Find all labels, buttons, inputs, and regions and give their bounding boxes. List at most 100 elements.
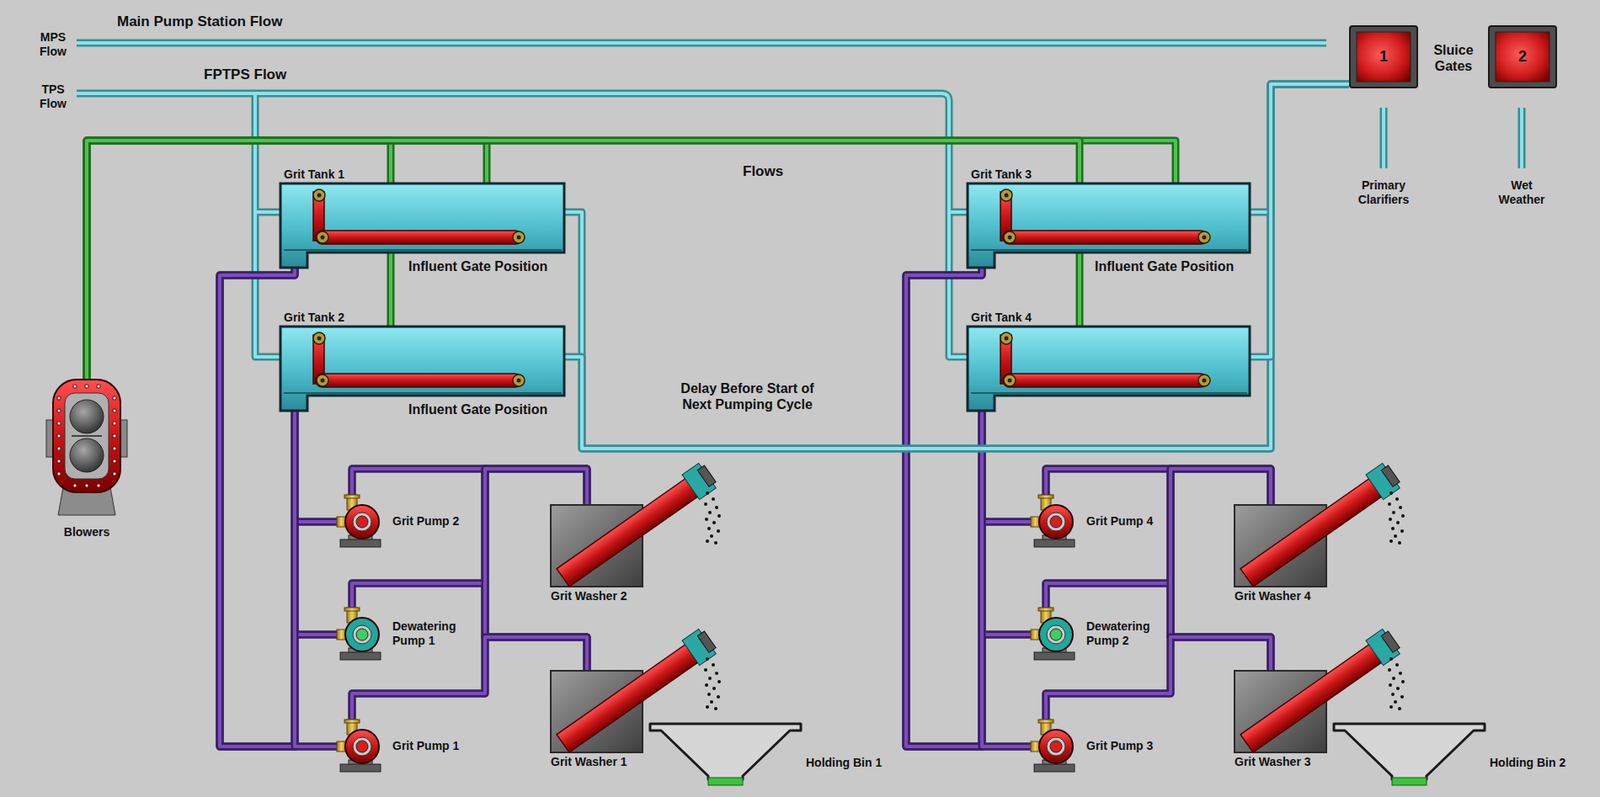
blower-unit-shape [64, 393, 109, 480]
sluice-gate: 2 [1488, 25, 1558, 89]
pipe-connector [564, 84, 1350, 449]
blower-unit-shape [46, 379, 128, 516]
grit-washer-shape [1365, 463, 1400, 500]
grit-tank-shape [512, 231, 525, 244]
pipe-connector [352, 469, 587, 506]
grit-tank-shape [317, 193, 322, 198]
process-label: Delay Before Start of Next Pumping Cycle [669, 380, 826, 413]
pipe-connector [352, 469, 587, 506]
grit-tank-shape [1198, 231, 1211, 244]
holding-bin-shape [650, 724, 801, 780]
grit-washer-shape [682, 463, 716, 500]
grit-pump-shape [1039, 505, 1073, 539]
grit-tank-shape [316, 231, 329, 244]
pipe-connector [564, 84, 1350, 449]
grit-washer-shape [1389, 705, 1393, 710]
pipe-connector [1045, 469, 1271, 506]
pipe-connector [981, 410, 1031, 747]
blower-unit-shape [69, 400, 104, 434]
grit-pump-shape [344, 720, 360, 724]
grit-washer-shape [550, 505, 643, 587]
blower-unit-shape [112, 459, 117, 464]
grit-pump-shape [1050, 741, 1062, 753]
dewatering-pump-shape [336, 608, 384, 661]
process-label: Influent Gate Position [408, 401, 548, 418]
grit-washer-shape [1393, 700, 1398, 704]
holding-bin-shape [1333, 724, 1485, 780]
sluice-gate-shape [1356, 32, 1411, 82]
grit-tank-shape [1002, 373, 1208, 388]
grit-tank-shape [317, 336, 322, 342]
grit-pump-shape [352, 737, 372, 757]
grit-washer-shape [1392, 511, 1396, 515]
grit-washer-shape [708, 511, 712, 515]
grit-washer-shape [717, 680, 721, 684]
grit-tank-shape [1004, 193, 1009, 198]
grit-tank-shape [280, 326, 565, 411]
grit-washer-shape [704, 668, 708, 672]
blower-unit-shape [73, 384, 77, 389]
node-label: Grit Pump 3 [1086, 739, 1153, 754]
node-label: Grit Tank 2 [283, 310, 345, 326]
pipe-connector [294, 410, 337, 635]
grit-tank-shape [1202, 378, 1207, 384]
blower-unit-shape [73, 484, 77, 488]
grit-washer-shape [1388, 517, 1392, 522]
node-label: Blowers [64, 525, 110, 540]
node-label: Grit Tank 1 [283, 167, 345, 182]
dewatering-pump-shape [1050, 629, 1062, 641]
process-label: Flows [742, 163, 784, 181]
dewatering-pump: Dewatering Pump 1 [336, 608, 384, 661]
pipe-connector [219, 267, 337, 747]
pipe-connector [294, 410, 337, 523]
blower-unit-shape [96, 484, 101, 488]
pipe-connector [564, 84, 1350, 449]
grit-pump-shape [352, 512, 372, 532]
pipe-connector [981, 410, 1031, 523]
grit-washer-shape [1387, 668, 1392, 672]
grit-tank-shape [967, 326, 1250, 411]
grit-tank-shape [315, 230, 523, 245]
dewatering-pump-shape [1034, 652, 1075, 661]
gate-outlet-pipe [1383, 107, 1522, 169]
tps-pipe [76, 93, 968, 358]
grit-pump: Grit Pump 3 [1030, 720, 1078, 773]
grit-washer-shape [1389, 539, 1393, 544]
sluice-gate-shape [1495, 32, 1550, 82]
grit-tank-shape [315, 373, 523, 388]
grit-tank-shape [517, 235, 522, 240]
grit-pump-shape [1030, 495, 1078, 548]
grit-washer-shape [716, 529, 720, 534]
grit-washer-shape [705, 539, 710, 544]
node-label: Grit Tank 3 [970, 167, 1032, 182]
node-label: Holding Bin 1 [805, 756, 882, 771]
pipe-connector [1045, 469, 1271, 506]
grit-tank-shape [320, 378, 326, 384]
holding-bin-shape [708, 778, 743, 786]
holding-bin: Holding Bin 2 [1333, 724, 1485, 786]
pipe-connector [294, 410, 337, 523]
grit-tank: Grit Tank 4 [967, 326, 1250, 411]
pipe-connector [219, 267, 337, 747]
grit-tank-shape [1000, 332, 1013, 345]
blower-unit-shape [57, 421, 61, 426]
pipe-connector [294, 410, 337, 635]
pipe-connector [1249, 84, 1350, 358]
grit-washer-shape [1389, 657, 1393, 662]
pipe-connector [1249, 84, 1350, 213]
node-label: Dewatering Pump 2 [1086, 619, 1171, 649]
blower-unit-shape [96, 384, 101, 389]
node-label: 1 [1379, 48, 1388, 67]
grit-washer-shape [1398, 672, 1403, 676]
grit-washer-shape [682, 629, 716, 666]
grit-pump-shape [1046, 737, 1066, 757]
blower-unit-shape [85, 384, 89, 389]
node-label: Grit Pump 4 [1086, 514, 1153, 529]
node-label: Grit Washer 4 [1234, 589, 1312, 604]
grit-tank-shape [970, 249, 1248, 251]
grit-tank-shape [1008, 378, 1013, 384]
grit-washer-shape [1395, 497, 1399, 502]
grit-pump-shape [1038, 720, 1054, 724]
blower-unit-shape [57, 396, 61, 400]
sluice-gate-shape [1349, 26, 1418, 88]
